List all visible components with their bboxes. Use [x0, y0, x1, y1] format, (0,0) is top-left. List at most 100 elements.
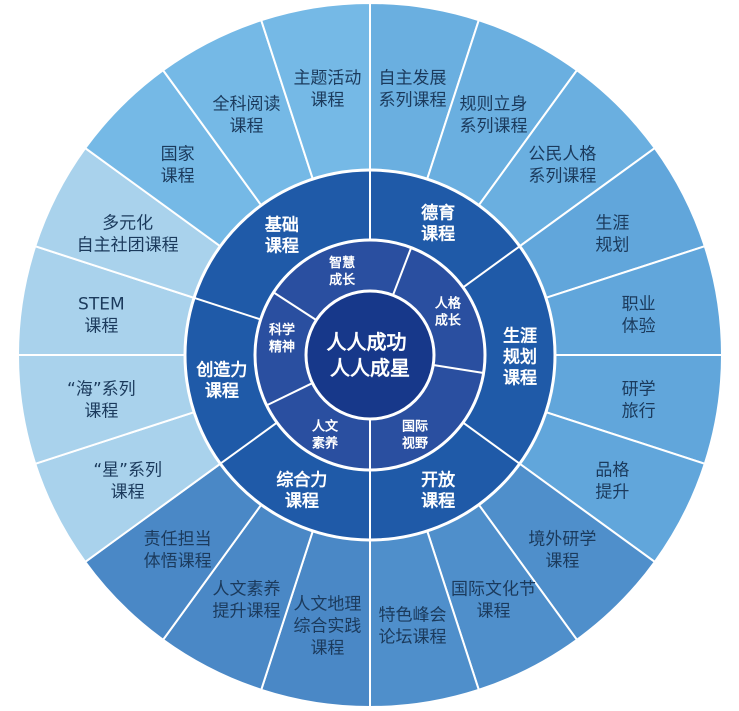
middle-segment-label-line: 课程: [503, 369, 537, 389]
middle-segment-label: 德育课程: [421, 202, 455, 244]
outer-segment-label-line: 生涯: [595, 213, 629, 233]
outer-segment-label-line: 课程: [310, 90, 344, 110]
center-circle: 人人成功 人人成星: [304, 289, 436, 421]
outer-segment-label-line: 自主发展: [379, 68, 447, 88]
inner-segment-label-line: 科学: [269, 322, 295, 338]
middle-segment-label: 综合力课程: [276, 470, 327, 512]
center-line-1: 人人成功: [327, 330, 407, 354]
middle-segment-label-line: 课程: [421, 224, 455, 244]
outer-segment-label-line: 人文地理: [293, 595, 361, 615]
outer-segment-label: 生涯规划: [595, 213, 629, 255]
outer-segment-label-line: 课程: [310, 639, 344, 659]
outer-segment-label-line: 课程: [230, 117, 264, 137]
outer-segment-label-line: 课程: [476, 601, 510, 621]
outer-segment-label-line: 主题活动: [293, 68, 361, 88]
outer-segment-label: “海”系列课程: [67, 379, 136, 421]
outer-segment-label-line: 课程: [111, 482, 145, 502]
outer-segment-label-line: 系列课程: [528, 167, 596, 187]
outer-segment-label-line: 职业: [622, 294, 656, 314]
outer-segment-label-line: 系列课程: [379, 90, 447, 110]
outer-segment-label-line: 责任担当: [144, 529, 212, 549]
outer-segment-label: 品格提升: [595, 460, 629, 502]
outer-segment-label: 国家课程: [161, 145, 195, 187]
middle-segment-label-line: 课程: [205, 382, 239, 402]
outer-segment-label-line: 课程: [161, 167, 195, 187]
outer-segment-label: 公民人格系列课程: [528, 145, 596, 187]
inner-segment-label: 科学精神: [269, 322, 295, 355]
outer-segment-label: 责任担当体悟课程: [144, 529, 212, 571]
inner-segment-label-line: 人格: [435, 296, 462, 312]
outer-segment-label-line: 国家: [161, 145, 195, 165]
inner-segment-label-line: 人文: [312, 419, 339, 435]
middle-segment-label: 基础课程: [264, 215, 299, 257]
outer-segment-label: 全科阅读课程: [213, 95, 281, 137]
middle-segment-label-line: 开放: [421, 470, 456, 491]
middle-segment-label: 开放课程: [421, 470, 456, 512]
inner-segment-label-line: 视野: [402, 436, 428, 452]
outer-segment-label-line: 公民人格: [528, 145, 596, 165]
outer-segment-label-line: 提升: [595, 482, 629, 502]
outer-segment-label: 自主发展系列课程: [379, 68, 447, 110]
outer-segment-label-line: 自主社团课程: [77, 235, 179, 255]
middle-segment-label: 创造力课程: [195, 360, 247, 402]
middle-segment-label-line: 课程: [265, 237, 299, 257]
outer-segment-label-line: “星”系列: [93, 460, 162, 480]
middle-divider: [462, 421, 521, 465]
inner-divider: [273, 291, 317, 321]
outer-segment-label: 多元化自主社团课程: [77, 213, 179, 255]
middle-segment-label: 生涯规划课程: [503, 326, 537, 389]
outer-segment-label-line: 提升课程: [213, 601, 281, 621]
outer-segment-label-line: 课程: [84, 316, 118, 336]
outer-segment-label-line: 课程: [545, 551, 579, 571]
outer-segment-label-line: 课程: [84, 401, 118, 421]
outer-segment-label-line: 全科阅读: [213, 95, 281, 115]
outer-segment-label-line: 旅行: [622, 401, 656, 421]
outer-segment-label-line: “海”系列: [67, 379, 136, 399]
inner-segment-label-line: 国际: [402, 420, 428, 435]
outer-segment-label: 规则立身系列课程: [459, 95, 527, 137]
inner-segment-label-line: 成长: [435, 313, 462, 329]
outer-segment-label: 职业体验: [622, 294, 656, 336]
inner-divider: [266, 382, 313, 407]
middle-segment-label-line: 规划: [503, 347, 537, 368]
inner-divider: [433, 364, 484, 374]
outer-segment-label: 特色峰会论坛课程: [379, 606, 447, 648]
outer-segment-label-line: 综合实践: [293, 617, 361, 637]
outer-segment-label-line: 品格: [595, 460, 629, 480]
inner-segment-label-line: 精神: [269, 339, 295, 355]
inner-segment-label-line: 智慧: [329, 255, 355, 271]
outer-segment-label-line: 体悟课程: [144, 551, 212, 571]
outer-segment-label: “星”系列课程: [93, 460, 162, 502]
middle-divider: [462, 245, 521, 289]
outer-ring: 自主发展系列课程规则立身系列课程公民人格系列课程生涯规划职业体验研学旅行品格提升…: [16, 1, 724, 709]
outer-segment-label-line: 人文素养: [213, 579, 281, 599]
center-title: 人人成功 人人成星: [327, 330, 414, 380]
center-disc: [304, 289, 436, 421]
middle-segment-label-line: 综合力: [276, 470, 327, 491]
outer-segment-label-line: 规则立身: [459, 95, 527, 115]
outer-segment-label: 人文素养提升课程: [213, 579, 281, 621]
outer-segment-label-line: 特色峰会: [379, 606, 447, 626]
inner-segment-label-line: 素养: [312, 436, 339, 452]
inner-segment-label: 人格成长: [435, 296, 462, 329]
outer-segment-label-line: STEM: [78, 294, 125, 314]
middle-segment-label-line: 创造力: [195, 360, 247, 381]
outer-segment-label-line: 研学: [622, 379, 656, 399]
outer-segment-label-line: 国际文化节: [451, 579, 536, 599]
middle-segment-label-line: 生涯: [503, 326, 537, 347]
inner-divider: [392, 247, 413, 296]
middle-divider: [193, 296, 261, 321]
outer-segment-label-line: 体验: [622, 316, 656, 336]
outer-segment-label-line: 论坛课程: [379, 628, 447, 648]
outer-segment-label: 国际文化节课程: [451, 579, 536, 621]
middle-segment-label-line: 课程: [285, 492, 319, 512]
middle-segment-label-line: 基础: [264, 215, 299, 236]
outer-segment-label-line: 系列课程: [459, 117, 527, 137]
inner-segment-label: 人文素养: [312, 419, 339, 452]
outer-segment-label-line: 规划: [595, 235, 629, 255]
outer-segment-label: 研学旅行: [622, 379, 656, 421]
outer-segment-label-line: 多元化: [102, 213, 153, 233]
middle-segment-label-line: 课程: [421, 492, 455, 512]
